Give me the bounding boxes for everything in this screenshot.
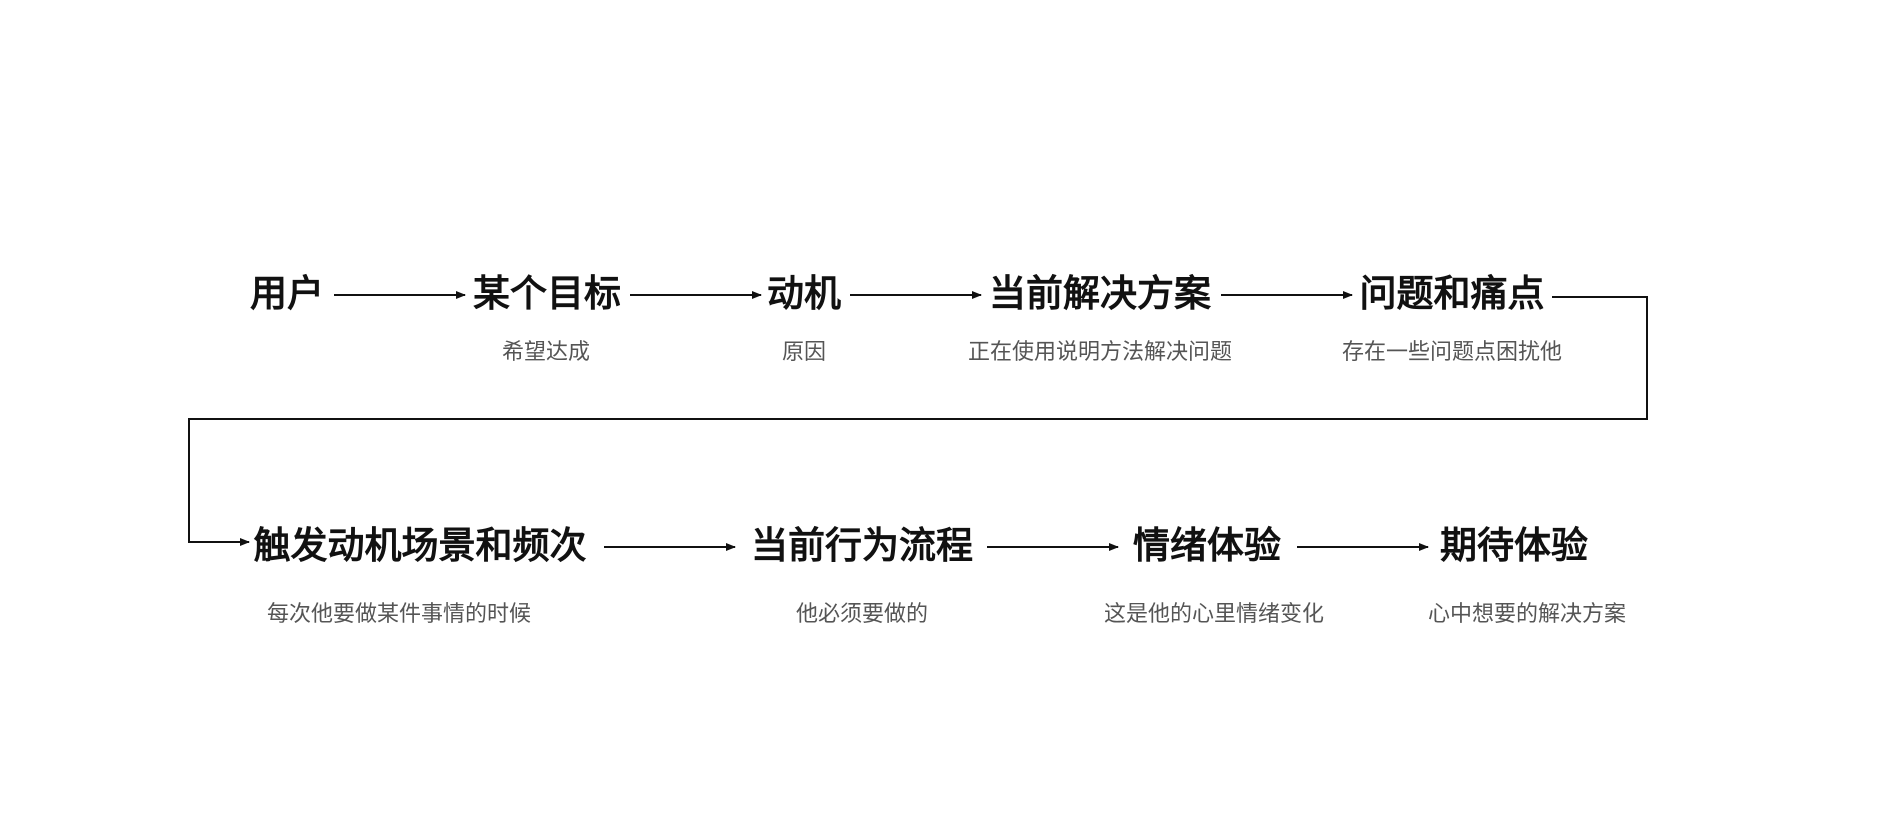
node-desc-motivation: 原因: [781, 340, 827, 365]
node-desc-goal: 希望达成: [501, 340, 591, 365]
node-title-emotion: 情绪体验: [1133, 524, 1281, 567]
node-title-current-solution: 当前解决方案: [989, 272, 1211, 315]
node-title-trigger-scene: 触发动机场景和频次: [253, 524, 587, 567]
node-title-user: 用户: [250, 272, 324, 315]
node-title-motivation: 动机: [767, 272, 841, 315]
node-desc-expectation: 心中想要的解决方案: [1427, 602, 1627, 627]
node-title-pain-points: 问题和痛点: [1359, 272, 1545, 315]
node-desc-current-solution: 正在使用说明方法解决问题: [967, 340, 1233, 365]
node-title-goal: 某个目标: [473, 272, 621, 315]
node-title-behavior-flow: 当前行为流程: [751, 524, 973, 567]
node-desc-trigger-scene: 每次他要做某件事情的时候: [266, 602, 532, 627]
node-title-expectation: 期待体验: [1440, 524, 1588, 567]
node-desc-emotion: 这是他的心里情绪变化: [1103, 602, 1325, 627]
node-desc-behavior-flow: 他必须要做的: [795, 602, 929, 627]
node-desc-pain-points: 存在一些问题点困扰他: [1341, 340, 1563, 365]
arrow-pain-points-to-trigger-scene: [188, 296, 1648, 546]
